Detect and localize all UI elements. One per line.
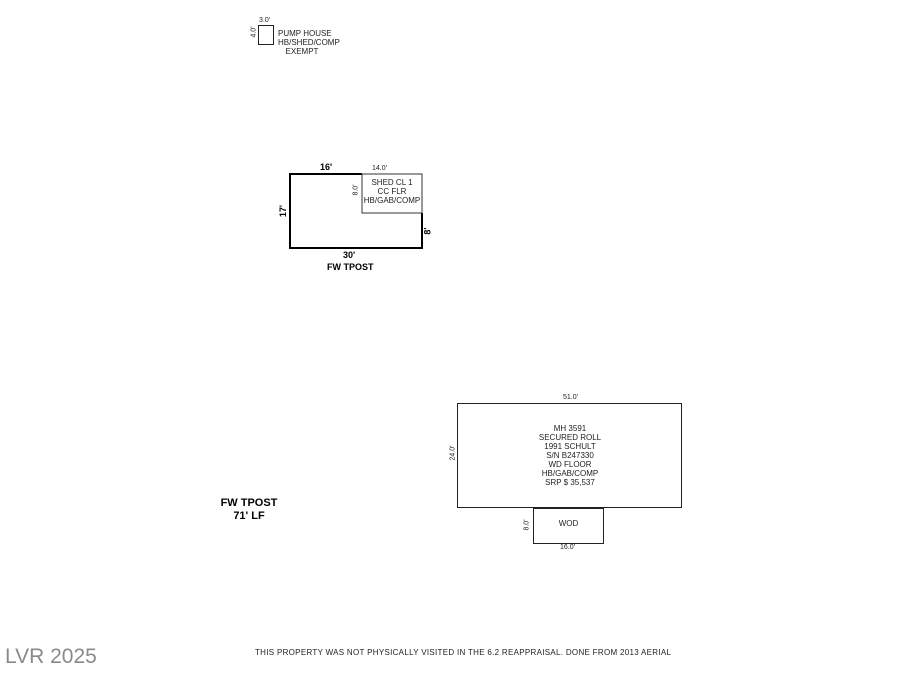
shed-label: SHED CL 1 CC FLR HB/GAB/COMP [362,178,422,205]
fence-note-line-2: 71' LF [233,510,265,522]
fw-enclosure-path [289,173,423,249]
fw-caption: FW TPOST [327,262,374,272]
pump-house-line-2: HB/SHED/COMP [278,38,340,47]
shed-height-label: 8.0' [352,184,360,196]
shed-width-label: 14.0' [372,165,387,172]
wod-label: WOD [558,519,579,528]
shed-box [361,173,423,214]
pump-house-line-1: PUMP HOUSE [278,29,332,38]
fence-note-line-1: FW TPOST [220,497,278,509]
shed-line-1: SHED CL 1 [371,178,413,187]
wod-box [533,508,604,544]
watermark: LVR 2025 [5,645,97,668]
pump-house-width-label: 3.0' [259,17,271,24]
fw-left-label: 17' [278,204,289,218]
fw-right-label: 8' [422,227,433,235]
fw-bottom-label: 30' [343,250,356,260]
fw-top-label: 16' [320,162,333,172]
wod-height-label: 8.0' [523,519,531,531]
mh-line-4: S/N B247330 [546,451,594,460]
mh-line-2: SECURED ROLL [538,433,602,442]
shed-line-2: CC FLR [377,187,407,196]
fence-note: FW TPOST 71' LF [214,497,284,523]
shed-line-3: HB/GAB/COMP [363,196,421,205]
mh-line-7: SRP $ 35,537 [545,478,595,487]
mh-line-6: HB/GAB/COMP [541,469,599,478]
pump-house-label: PUMP HOUSE HB/SHED/COMP EXEMPT [278,29,340,56]
pump-house-line-3: EXEMPT [285,47,319,56]
footer-note: THIS PROPERTY WAS NOT PHYSICALLY VISITED… [255,648,672,657]
mobile-home-box [457,403,682,508]
mh-line-1: MH 3591 [553,424,587,433]
pump-house-box [258,25,274,45]
wod-width-label: 16.0' [560,544,575,551]
mh-line-3: 1991 SCHULT [544,442,596,451]
mh-line-5: WD FLOOR [548,460,592,469]
mh-width-label: 51.0' [563,394,578,401]
mobile-home-label: MH 3591 SECURED ROLL 1991 SCHULT S/N B24… [520,424,620,487]
